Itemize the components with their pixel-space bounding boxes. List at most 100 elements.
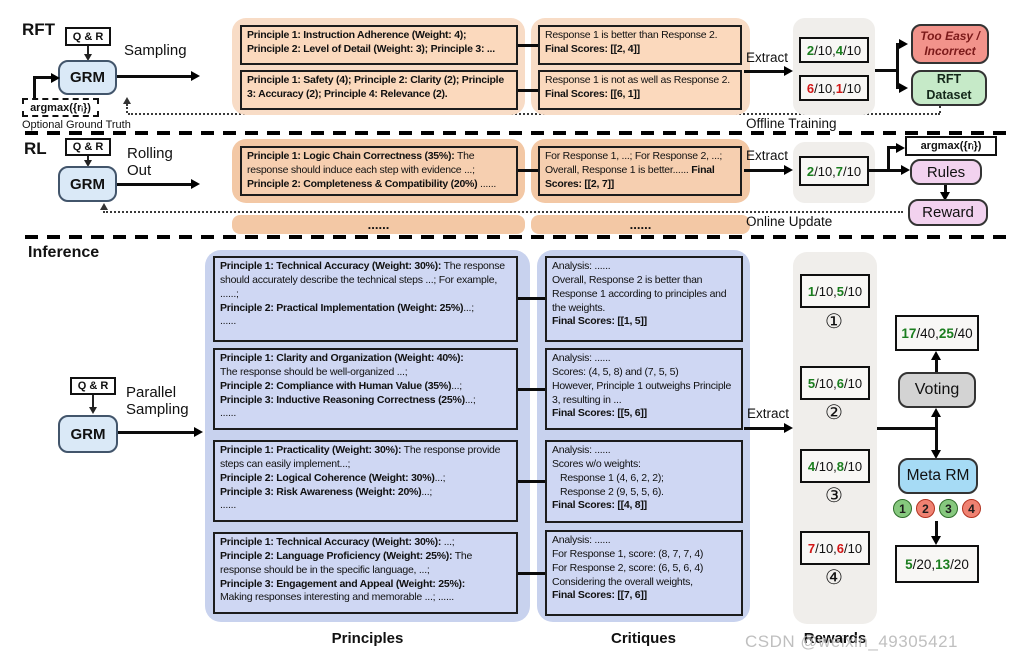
meta-chip-1: 1 [893,499,912,518]
offline-training-label: Offline Training [746,116,837,131]
rft-argmax-up-line [33,76,36,98]
inference-critique-box-1: Analysis: ...... Overall, Response 2 is … [545,256,743,342]
meta-result-box: 5/20, 13/20 [895,545,979,583]
meta-arrowhead [931,450,941,459]
rft-feedback-arrowhead [123,97,131,104]
rft-sampling-arrow-line [117,75,191,78]
rft-critique-box-2: Response 1 is not as well as Response 2.… [538,70,742,110]
reward-index-4: ④ [825,567,843,589]
inference-connector-4 [518,572,545,575]
rl-section-label: RL [24,139,47,158]
inference-connector-2 [518,388,545,391]
voting-result-box: 17/40, 25/40 [895,315,979,351]
rft-connector-2 [518,89,540,92]
voting-branch-line [935,416,938,428]
voting-down-arrowhead [931,408,941,417]
reward-score-box-4: 7/10, 6/10 [800,531,870,565]
inference-critique-box-3: Analysis: ...... Scores w/o weights: Res… [545,440,743,523]
voting-result-line [935,359,938,372]
rl-rules-box: Rules [910,159,982,185]
rft-connector-1 [518,44,540,47]
principles-column-label: Principles [331,630,404,647]
meta-branch-line [935,428,938,450]
rft-fork-arrowhead-top [899,39,908,49]
rl-principle-box: Principle 1: Logic Chain Correctness (35… [240,146,518,196]
rl-principles-ellipsis: ...... [232,215,525,234]
rl-rules-reward-line [944,185,947,192]
rft-extract-label: Extract [746,50,789,65]
rl-reward-box: Reward [908,199,988,226]
rft-dataset-dotted-v [939,106,941,113]
inference-sampling-arrow-line [118,431,194,434]
meta-chip-4: 4 [962,499,981,518]
reward-score-box-1: 1/10, 5/10 [800,274,870,308]
meta-rm-box: Meta RM [898,458,978,494]
rl-extract-arrow-line [744,169,784,172]
rl-online-arrowhead [100,203,108,210]
rl-bracket-h [869,169,901,172]
inference-qr-arrowhead [89,407,97,414]
meta-result-line [935,521,938,536]
rl-qr-arrowhead [84,160,92,167]
reward-index-2: ② [825,402,843,424]
inference-principle-box-1: Principle 1: Technical Accuracy (Weight:… [213,256,518,342]
rft-argmax-box: argmax({rᵢ}) [22,98,99,117]
inference-connector-1 [518,297,545,300]
rft-extract-arrowhead [784,66,793,76]
reward-score-box-2: 5/10, 6/10 [800,366,870,400]
inference-extract-arrowhead [784,423,793,433]
inference-sampling-arrowhead [194,427,203,437]
inference-principle-box-4: Principle 1: Technical Accuracy (Weight:… [213,532,518,614]
inference-grm-box: GRM [58,415,118,453]
critiques-column-label: Critiques [610,630,676,647]
rft-too-easy-box: Too Easy / Incorrect [911,24,989,64]
inference-critique-box-2: Analysis: ...... Scores: (4, 5, 8) and (… [545,348,743,430]
rl-rules-reward-arrowhead [940,192,950,201]
reward-index-3: ③ [825,485,843,507]
rft-sampling-label: Sampling [124,42,187,59]
inference-section-label: Inference [28,244,100,261]
rft-extract-arrow-line [744,70,784,73]
divider-rl-inference [25,235,1010,239]
reward-index-1: ① [825,311,843,333]
rft-argmax-arrowhead [51,72,60,83]
inference-principle-box-3: Principle 1: Practicality (Weight: 30%):… [213,440,518,522]
inference-qr-arrow-line [92,395,94,407]
voting-box: Voting [898,372,976,408]
rft-feedback-dotted-v [126,104,128,113]
inference-extract-label: Extract [747,406,790,421]
rl-extract-label: Extract [746,148,789,163]
rl-rules-arrowhead [901,165,910,175]
rft-argmax-h-line [33,76,51,79]
inference-principle-box-2: Principle 1: Clarity and Organization (W… [213,348,518,430]
meta-result-arrowhead [931,536,941,545]
meta-chip-3: 3 [939,499,958,518]
rl-rollout-arrowhead [191,179,200,189]
rft-fork-arrowhead-bottom [899,83,908,93]
rft-dataset-box: RFT Dataset [911,70,987,106]
inference-main-line [877,427,938,430]
rl-online-dotted [103,211,903,213]
inference-parallel-sampling-label: Parallel Sampling [126,384,189,418]
rl-critiques-ellipsis: ...... [531,215,750,234]
meta-chip-2: 2 [916,499,935,518]
rft-section-label: RFT [22,20,56,39]
inference-extract-arrow-line [744,427,784,430]
inference-connector-3 [518,480,545,483]
rft-fork-stub [875,69,899,72]
rl-score-box: 2/10, 7/10 [799,156,869,186]
rft-score-box-2: 6/10, 1/10 [799,75,869,101]
rl-critique-box: For Response 1, ...; For Response 2, ...… [538,146,742,196]
rewards-column-label: Rewards [803,630,867,647]
rl-rollout-arrow-line [117,183,191,186]
rft-grm-box: GRM [58,60,117,95]
watermark: CSDN @weixin_49305421 [745,632,958,651]
rft-sampling-arrowhead [191,71,200,81]
rft-principle-box-1: Principle 1: Instruction Adherence (Weig… [240,25,518,65]
rl-extract-arrowhead [784,165,793,175]
rl-argmax-arrowhead [896,142,905,153]
rft-optional-ground-truth: Optional Ground Truth [22,119,131,131]
rft-principle-box-2: Principle 1: Safety (4); Principle 2: Cl… [240,70,518,110]
